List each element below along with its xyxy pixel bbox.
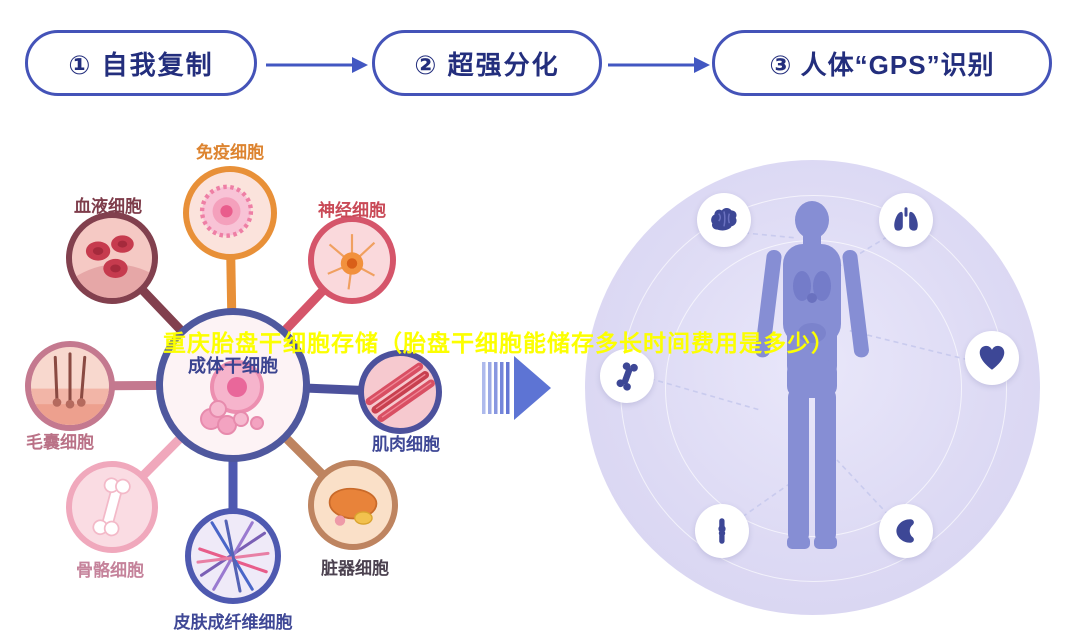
step-button-gps-recognition[interactable]: ③ 人体“GPS”识别	[712, 30, 1052, 96]
kidney-icon	[879, 504, 933, 558]
step-label: ③ 人体“GPS”识别	[769, 49, 995, 80]
arrow-right-icon	[266, 54, 368, 76]
skin-fibroblast-cell-label: 皮肤成纤维细胞	[173, 613, 293, 632]
overlay-title: 重庆胎盘干细胞存储（胎盘干细胞能储存多长时间费用是多少）	[163, 330, 835, 356]
blood-cell-illustration	[72, 235, 152, 298]
cell-diagram: 成体干细胞 免疫细胞 血液细胞	[0, 100, 480, 642]
muscle-cell-circle	[358, 350, 442, 434]
joint-icon	[695, 504, 749, 558]
skin-fibroblast-cell-circle	[185, 508, 281, 604]
bone-cell-label: 骨骼细胞	[76, 561, 144, 580]
step-label: ① 自我复制	[68, 49, 214, 80]
muscle-cell-label: 肌肉细胞	[372, 435, 440, 454]
skin-fibroblast-illustration	[196, 519, 270, 593]
stem-cell-illustration	[200, 360, 264, 435]
step-button-differentiation[interactable]: ② 超强分化	[372, 30, 602, 96]
transform-arrow-icon	[482, 352, 552, 424]
lungs-icon	[879, 193, 933, 247]
step-button-self-replication[interactable]: ① 自我复制	[25, 30, 257, 96]
center-cell-label: 成体干细胞	[188, 356, 278, 376]
bone-cell-circle	[66, 461, 158, 553]
brain-icon	[697, 193, 751, 247]
immune-cell-label: 免疫细胞	[196, 143, 264, 162]
heart-icon	[965, 331, 1019, 385]
hair-follicle-illustration	[31, 352, 109, 425]
organ-cell-label: 脏器细胞	[321, 559, 389, 578]
bone-icon	[600, 349, 654, 403]
bone-cell-illustration	[92, 477, 131, 537]
human-body-silhouette	[755, 201, 869, 549]
muscle-cell-illustration	[365, 362, 435, 423]
nerve-cell-illustration	[327, 234, 376, 290]
blood-cell-circle	[66, 212, 158, 304]
hair-follicle-cell-circle	[25, 341, 115, 431]
body-diagram	[585, 160, 1040, 615]
organ-cell-circle	[308, 460, 398, 550]
blood-cell-label: 血液细胞	[74, 197, 142, 216]
dashed-connector-lines	[640, 231, 978, 523]
arrow-right-icon	[608, 54, 710, 76]
immune-cell-illustration	[199, 184, 254, 238]
adult-stem-cell-circle	[156, 308, 310, 462]
step-label: ② 超强分化	[414, 49, 560, 80]
hair-follicle-cell-label: 毛囊细胞	[26, 433, 94, 452]
immune-cell-circle	[183, 166, 277, 260]
nerve-cell-label: 神经细胞	[318, 201, 386, 220]
organ-cell-illustration	[328, 487, 378, 526]
nerve-cell-circle	[308, 216, 396, 304]
